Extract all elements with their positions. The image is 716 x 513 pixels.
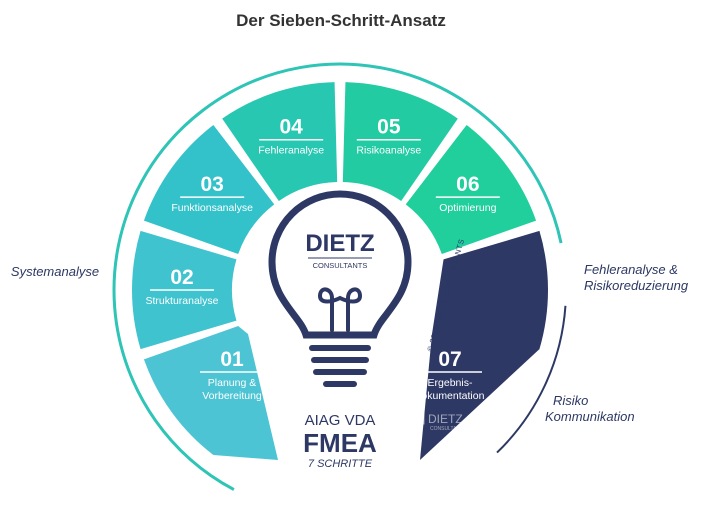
fehleranalyse-label-line2: Risikoreduzierung xyxy=(584,278,689,293)
step-label-04: Fehleranalyse xyxy=(258,145,324,157)
fehleranalyse-label-line1: Fehleranalyse & xyxy=(584,262,678,277)
step-label-03: Funktionsanalyse xyxy=(171,202,253,214)
communication-bracket-arc xyxy=(496,305,567,454)
step-label-02: Strukturanalyse xyxy=(146,295,219,307)
step-segment-07 xyxy=(420,230,549,460)
step-segment-04 xyxy=(222,82,338,201)
brand-subtitle: CONSULTANTS xyxy=(313,261,368,270)
step-number-03: 03 xyxy=(200,173,223,196)
kommunikation-label-line1: Risiko xyxy=(553,393,588,408)
step-segment-01 xyxy=(143,326,278,460)
step-number-06: 06 xyxy=(456,173,479,196)
method-label: FMEA xyxy=(303,428,377,458)
watermark-brand: DIETZ xyxy=(428,412,463,426)
watermark-logo: DIETZ CONSULTANTS xyxy=(412,412,467,432)
kommunikation-label-line2: Kommunikation xyxy=(545,409,635,424)
step-segment-03 xyxy=(143,124,275,254)
lightbulb-icon xyxy=(268,190,412,387)
step-label-01-line2: Vorbereitung xyxy=(202,390,262,402)
step-label-07-line2: dokumentation xyxy=(416,390,485,402)
step-number-07: 07 xyxy=(438,348,461,371)
step-label-01-line1: Planung & xyxy=(208,377,256,389)
standard-label: AIAG VDA xyxy=(305,412,376,429)
step-number-05: 05 xyxy=(377,116,401,139)
step-label-07-line1: Ergebnis- xyxy=(428,377,473,389)
method-subtitle: 7 SCHRITTE xyxy=(308,458,373,470)
step-number-02: 02 xyxy=(170,266,193,289)
watermark-subtitle: CONSULTANTS xyxy=(430,426,467,432)
step-segment-06 xyxy=(405,124,537,254)
step-number-01: 01 xyxy=(220,348,244,371)
systemanalyse-label: Systemanalyse xyxy=(11,264,99,279)
outer-bracket-arc xyxy=(112,62,563,491)
step-label-05: Risikoanalyse xyxy=(356,145,421,157)
step-number-04: 04 xyxy=(279,116,303,139)
step-label-06: Optimierung xyxy=(439,202,496,214)
brand-name: DIETZ xyxy=(305,230,374,257)
page-title: Der Sieben-Schritt-Ansatz xyxy=(236,11,446,30)
step-segment-05 xyxy=(342,82,458,201)
